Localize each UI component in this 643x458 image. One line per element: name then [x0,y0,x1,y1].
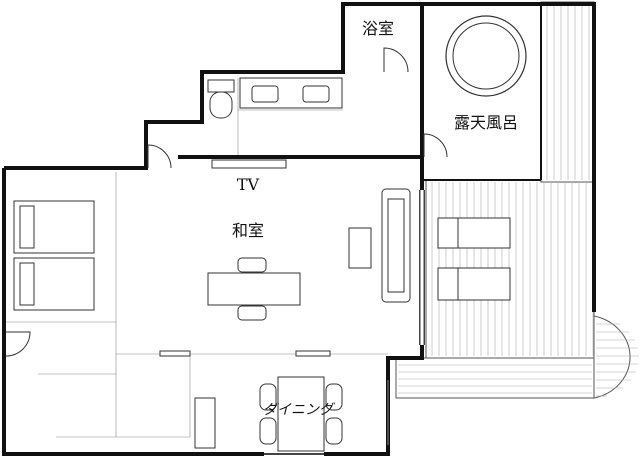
toilet-tank [207,79,235,93]
lounger-1 [437,217,511,249]
tv-cabinet [211,159,287,169]
wood-deck [395,1,639,399]
dining-cabinet [194,397,216,449]
bedroom [13,200,95,311]
round-deck [593,315,631,399]
chair-3 [325,383,343,411]
sink-left [251,85,279,103]
open-air-bath-area [445,15,527,97]
chair-1 [259,383,277,411]
round-tub-inner [452,22,520,90]
toilet-bowl [209,91,233,119]
dining-table [277,376,325,452]
pillow-2 [19,262,35,306]
pillow-1 [19,205,35,249]
deck-loungers [437,217,511,301]
chair-2 [259,417,277,445]
japanese-room-label: 和室 [232,221,264,240]
open-air-bath-label: 露天風呂 [454,113,518,132]
sliding-openings [159,190,425,455]
sofa-seat [387,198,405,293]
zaisu-chair-top [237,257,267,273]
bath-label: 浴室 [362,19,394,38]
lounger-2 [437,267,511,301]
chair-4 [325,417,343,445]
low-table [207,272,301,306]
dining-furniture [194,376,343,452]
lower-deck [395,357,595,399]
washroom [207,77,343,119]
tv-label: TV [237,175,260,194]
japanese-room-furniture [207,159,411,321]
dining-label: ダイニング [263,402,335,418]
side-table [348,227,372,269]
sink-right [302,85,330,103]
doors [5,47,448,357]
zaisu-chair-bottom [237,305,267,321]
